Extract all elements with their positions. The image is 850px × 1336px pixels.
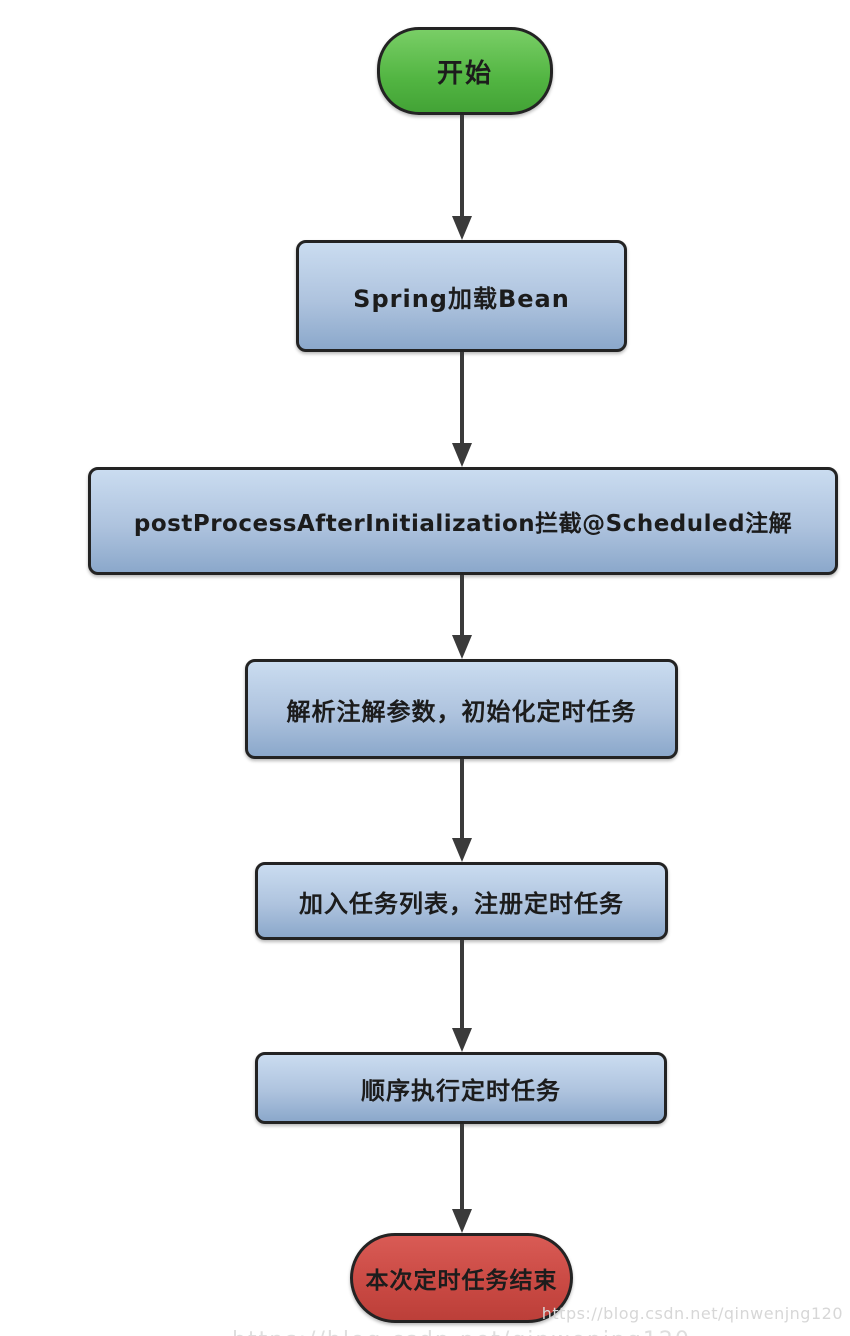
flow-node-start: 开始: [377, 27, 553, 115]
flow-node-end-label: 本次定时任务结束: [365, 1268, 558, 1294]
flow-arrow-down-icon: [450, 115, 474, 240]
arrow-head-icon: [452, 216, 472, 240]
arrow-head-icon: [452, 1028, 472, 1052]
flow-node-start-label: 开始: [436, 58, 493, 89]
flow-node-post-process: postProcessAfterInitialization拦截@Schedul…: [88, 467, 838, 575]
watermark-text: https://blog.csdn.net/qinwenjng120: [541, 1304, 843, 1323]
flow-node-label: Spring加载Bean: [353, 284, 570, 313]
flow-node-spring-load-bean: Spring加载Bean: [296, 240, 627, 352]
flow-node-label: 解析注解参数，初始化定时任务: [286, 697, 637, 726]
arrow-shaft: [460, 1124, 464, 1211]
arrow-shaft: [460, 352, 464, 445]
flow-arrow-down-icon: [450, 352, 474, 467]
flow-node-label: 顺序执行定时任务: [361, 1076, 561, 1105]
arrow-shaft: [460, 115, 464, 218]
watermark-text-clipped: https://blog.csdn.net/qinwenjng120: [232, 1328, 691, 1336]
flow-arrow-down-icon: [450, 940, 474, 1052]
flow-node-parse-annotation: 解析注解参数，初始化定时任务: [245, 659, 678, 759]
arrow-head-icon: [452, 838, 472, 862]
arrow-head-icon: [452, 1209, 472, 1233]
arrow-head-icon: [452, 443, 472, 467]
flow-arrow-down-icon: [450, 759, 474, 862]
arrow-shaft: [460, 759, 464, 840]
flow-node-register-task: 加入任务列表，注册定时任务: [255, 862, 668, 940]
arrow-shaft: [460, 575, 464, 637]
flow-node-execute-task: 顺序执行定时任务: [255, 1052, 667, 1124]
arrow-shaft: [460, 940, 464, 1030]
flow-node-label: 加入任务列表，注册定时任务: [299, 889, 624, 918]
flow-arrow-down-icon: [450, 1124, 474, 1233]
flow-node-end: 本次定时任务结束: [350, 1233, 573, 1323]
arrow-head-icon: [452, 635, 472, 659]
flow-arrow-down-icon: [450, 575, 474, 659]
flow-node-label: postProcessAfterInitialization拦截@Schedul…: [133, 511, 793, 537]
